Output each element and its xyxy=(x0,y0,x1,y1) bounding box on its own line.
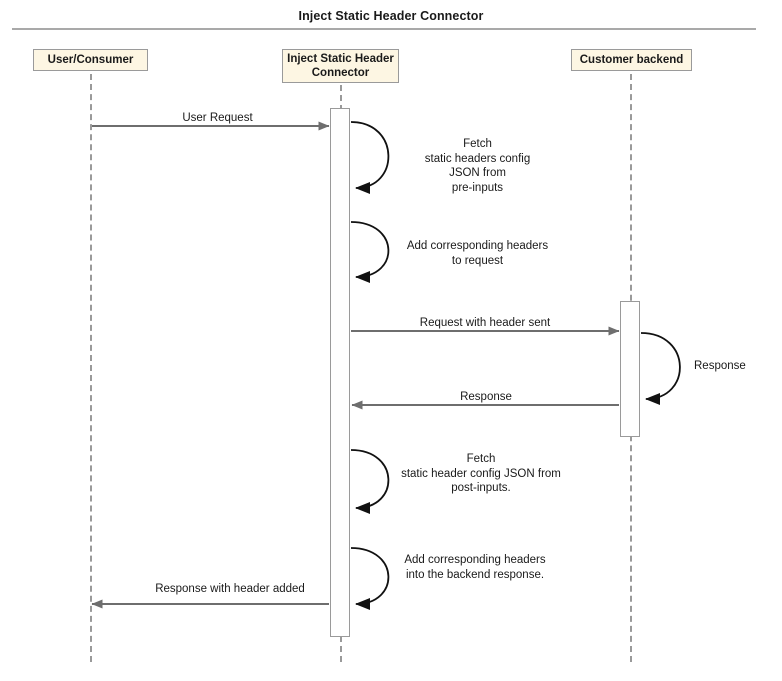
message-label-response: Response xyxy=(460,391,512,403)
message-label-user-request: User Request xyxy=(182,112,253,124)
message-label-fetch-post-inputs: Fetch static header config JSON from pos… xyxy=(401,453,561,494)
activation-backend xyxy=(620,301,640,437)
self-message-backend-response xyxy=(640,332,681,405)
title-divider xyxy=(12,28,756,30)
self-message-fetch-post-inputs xyxy=(350,449,390,514)
self-message-add-headers-response xyxy=(350,547,390,610)
message-label-add-headers-request: Add corresponding headers to request xyxy=(406,240,549,267)
message-label-fetch-pre-inputs: Fetch static headers config JSON from pr… xyxy=(424,138,531,194)
message-label-request-with-header: Request with header sent xyxy=(419,317,551,329)
self-message-add-headers-request xyxy=(350,221,390,283)
message-label-backend-response: Response xyxy=(694,360,746,372)
participant-connector-label: Inject Static Header Connector xyxy=(287,53,394,79)
lifeline-user xyxy=(90,74,92,662)
activation-connector xyxy=(330,108,350,637)
participant-backend-label: Customer backend xyxy=(579,54,684,66)
participant-connector[interactable]: Inject Static Header Connector xyxy=(282,49,399,83)
message-label-add-headers-response: Add corresponding headers into the backe… xyxy=(404,554,546,581)
participant-backend[interactable]: Customer backend xyxy=(571,49,692,71)
participant-user[interactable]: User/Consumer xyxy=(33,49,148,71)
diagram-title: Inject Static Header Connector xyxy=(298,9,484,23)
self-message-fetch-pre-inputs xyxy=(350,121,390,194)
participant-user-label: User/Consumer xyxy=(47,54,134,66)
message-label-response-with-header: Response with header added xyxy=(155,583,305,595)
